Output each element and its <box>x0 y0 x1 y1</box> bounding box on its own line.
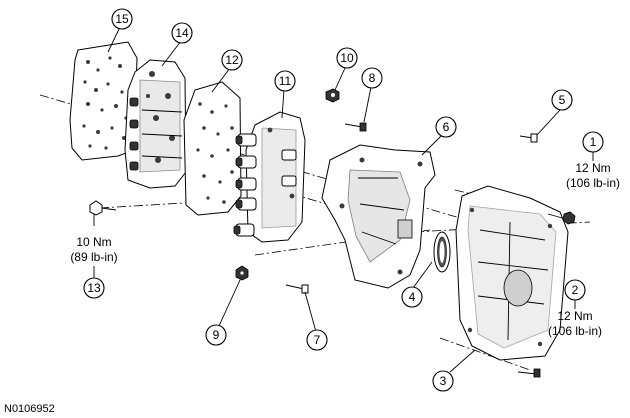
main-valve-body <box>124 59 187 189</box>
separator-plate-front <box>183 81 242 216</box>
svg-text:14: 14 <box>175 26 189 40</box>
torque-spec-1: 12 Nm (106 lb-in) <box>566 152 620 190</box>
bolt-part-2 <box>517 368 541 378</box>
callout-3: 3 <box>432 370 454 392</box>
svg-text:3: 3 <box>440 374 447 388</box>
svg-text:12: 12 <box>225 53 239 67</box>
bolt-part-10 <box>325 88 340 103</box>
callout-leaders <box>93 26 561 373</box>
svg-text:1: 1 <box>590 135 597 149</box>
svg-text:5: 5 <box>559 93 566 107</box>
callout-11: 11 <box>274 70 296 92</box>
callout-2: 2 <box>564 279 586 301</box>
separator-plate-rear <box>69 41 138 161</box>
valve-body-cover <box>455 185 569 361</box>
svg-text:12 Nm: 12 Nm <box>557 309 592 323</box>
callout-13: 13 <box>83 277 105 299</box>
svg-text:15: 15 <box>115 12 129 26</box>
bolt-part-1 <box>547 211 576 225</box>
callout-5: 5 <box>551 89 573 111</box>
svg-text:(106 lb-in): (106 lb-in) <box>566 176 620 190</box>
svg-text:(89 lb-in): (89 lb-in) <box>70 250 117 264</box>
callout-4: 4 <box>401 286 423 308</box>
main-control-cover <box>321 144 436 289</box>
callout-15: 15 <box>111 8 133 30</box>
bolt-part-13 <box>89 200 117 216</box>
svg-text:9: 9 <box>213 328 220 342</box>
svg-text:13: 13 <box>87 281 101 295</box>
bolt-part-8 <box>344 122 367 132</box>
callout-9: 9 <box>205 324 227 346</box>
torque-spec-13: 10 Nm (89 lb-in) <box>70 235 118 278</box>
callout-8: 8 <box>361 67 383 89</box>
bolt-part-7 <box>285 284 309 294</box>
svg-text:(106 lb-in): (106 lb-in) <box>548 324 602 338</box>
torque-spec-2: 12 Nm (106 lb-in) <box>548 300 602 338</box>
svg-text:12 Nm: 12 Nm <box>575 161 610 175</box>
plate-holes <box>82 56 128 150</box>
svg-text:10 Nm: 10 Nm <box>76 235 111 249</box>
svg-text:4: 4 <box>409 290 416 304</box>
svg-text:6: 6 <box>443 120 450 134</box>
callout-12: 12 <box>221 49 243 71</box>
figure-id: N0106952 <box>4 403 55 415</box>
bolt-part-5 <box>519 133 538 143</box>
svg-text:7: 7 <box>314 333 321 347</box>
solenoid-connectors <box>233 133 297 237</box>
svg-text:8: 8 <box>369 71 376 85</box>
callout-10: 10 <box>336 47 358 69</box>
callout-6: 6 <box>435 116 457 138</box>
callout-14: 14 <box>171 22 193 44</box>
bolt-part-9 <box>235 265 249 281</box>
svg-text:2: 2 <box>572 283 579 297</box>
seal-ring <box>433 231 451 273</box>
svg-text:11: 11 <box>279 74 292 88</box>
svg-text:10: 10 <box>340 51 354 65</box>
solenoid-body-assembly <box>233 111 306 243</box>
callout-7: 7 <box>306 329 328 351</box>
callout-1: 1 <box>582 131 604 153</box>
